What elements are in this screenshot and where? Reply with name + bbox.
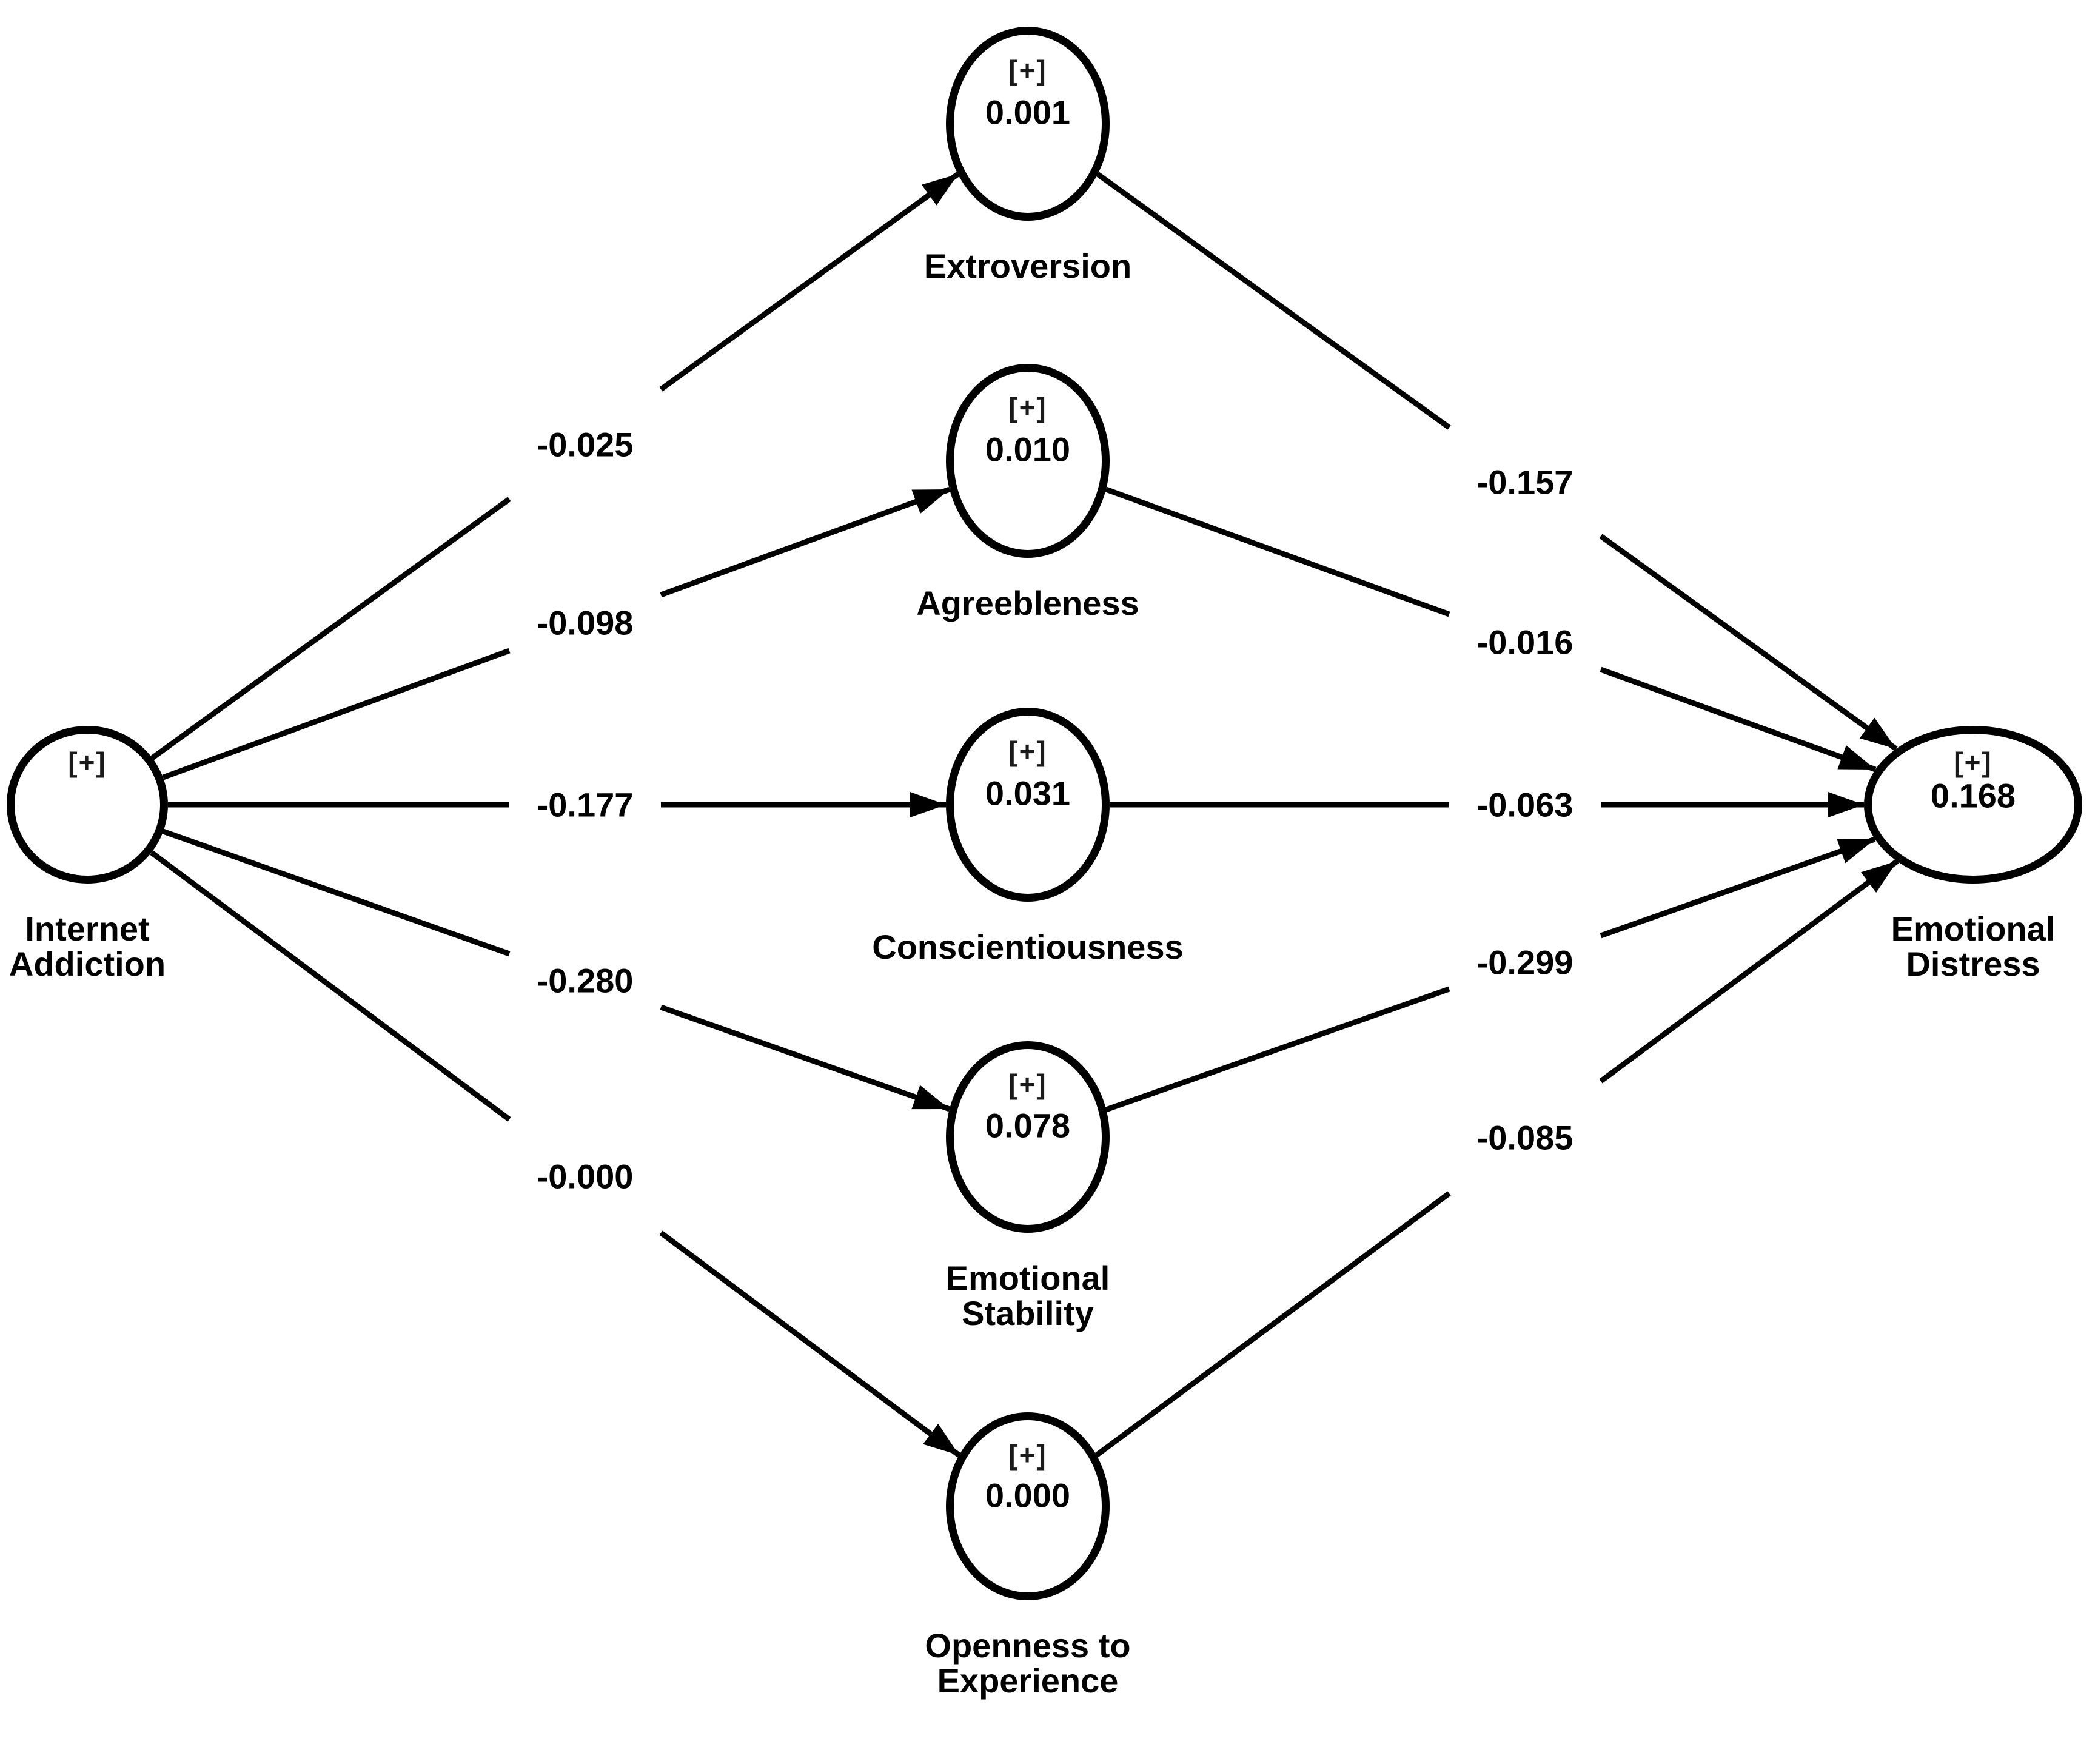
node-agreebleness: [+] 0.010 [946, 364, 1110, 558]
label-openness-to-experience: Openness to Experience [925, 1628, 1130, 1699]
label-emotional-stability: Emotional Stability [946, 1261, 1110, 1331]
path-coefficient-ia-conscientiousness: -0.177 [527, 783, 643, 826]
path-coefficient-conscientiousness-ed: -0.063 [1467, 783, 1583, 826]
edge-extroversion-ed-arrow [1599, 534, 1898, 751]
path-coefficient-emotional-stability-ed: -0.299 [1467, 941, 1583, 984]
path-coefficient-agreebleness-ed: -0.016 [1467, 621, 1583, 663]
expand-badge-icon: [+] [1008, 391, 1047, 423]
edge-ia-openness-segment [150, 850, 511, 1122]
edge-ia-extroversion-segment [150, 497, 511, 760]
edge-emotional-stability-ed-arrow [1600, 836, 1876, 939]
label-line: Distress [1906, 945, 2040, 983]
expand-badge-icon: [+] [1008, 54, 1047, 86]
r-squared-value: 0.001 [985, 93, 1071, 132]
expand-badge-icon: [+] [1008, 735, 1047, 767]
edge-ia-emotional-stability-arrow [660, 1004, 951, 1112]
r-squared-value: 0.010 [985, 430, 1071, 469]
label-line: Conscientiousness [872, 928, 1184, 966]
r-squared-value: 0.000 [985, 1476, 1071, 1515]
label-line: Stability [962, 1294, 1094, 1332]
edge-emotional-stability-ed-segment [1105, 986, 1450, 1113]
expand-badge-icon: [+] [1008, 1438, 1047, 1471]
expand-badge-icon: [+] [68, 746, 107, 778]
edge-agreebleness-ed-segment [1105, 486, 1450, 617]
label-extroversion: Extroversion [924, 249, 1131, 284]
label-line: Emotional [1891, 910, 2056, 948]
edge-ia-agreebleness-arrow [660, 486, 951, 598]
node-emotional-stability: [+] 0.078 [946, 1041, 1110, 1233]
node-internet-addiction: [+] [7, 726, 168, 884]
path-coefficient-ia-emotional-stability: -0.280 [527, 959, 643, 1002]
label-line: Openness to [925, 1626, 1131, 1665]
edge-extroversion-ed-segment [1096, 172, 1451, 430]
edge-ia-agreebleness-segment [162, 648, 511, 780]
node-emotional-distress: [+] 0.168 [1864, 726, 2082, 884]
label-conscientiousness: Conscientiousness [872, 930, 1183, 965]
path-coefficient-ia-extroversion: -0.025 [527, 423, 643, 466]
label-line: Extroversion [923, 247, 1132, 285]
path-coefficient-openness-ed: -0.085 [1467, 1116, 1583, 1159]
edge-ia-openness-arrow [659, 1230, 961, 1458]
edge-agreebleness-ed-arrow [1600, 666, 1877, 773]
r-squared-value: 0.031 [985, 774, 1071, 813]
expand-badge-icon: [+] [1008, 1068, 1047, 1100]
edge-openness-ed-segment [1094, 1191, 1451, 1458]
label-internet-addiction: Internet Addiction [9, 911, 166, 982]
node-conscientiousness: [+] 0.031 [946, 708, 1110, 902]
edge-openness-ed-arrow [1599, 859, 1899, 1084]
r-squared-value: 0.168 [1930, 776, 2016, 815]
node-openness-to-experience: [+] 0.000 [946, 1412, 1110, 1600]
label-line: Emotional [945, 1259, 1110, 1297]
path-coefficient-ia-openness: -0.000 [527, 1155, 643, 1198]
label-line: Internet [25, 910, 150, 948]
path-coefficient-extroversion-ed: -0.157 [1467, 461, 1583, 503]
label-agreebleness: Agreebleness [916, 586, 1139, 621]
label-emotional-distress: Emotional Distress [1891, 911, 2056, 982]
r-squared-value: 0.078 [985, 1106, 1071, 1145]
edge-ia-extroversion-arrow [659, 172, 960, 392]
node-extroversion: [+] 0.001 [946, 27, 1110, 221]
expand-badge-icon: [+] [1954, 746, 1992, 778]
label-line: Addiction [8, 945, 166, 983]
label-line: Experience [937, 1662, 1119, 1700]
edge-ia-emotional-stability-segment [162, 828, 511, 957]
path-coefficient-ia-agreebleness: -0.098 [527, 602, 643, 644]
label-line: Agreebleness [916, 584, 1139, 622]
